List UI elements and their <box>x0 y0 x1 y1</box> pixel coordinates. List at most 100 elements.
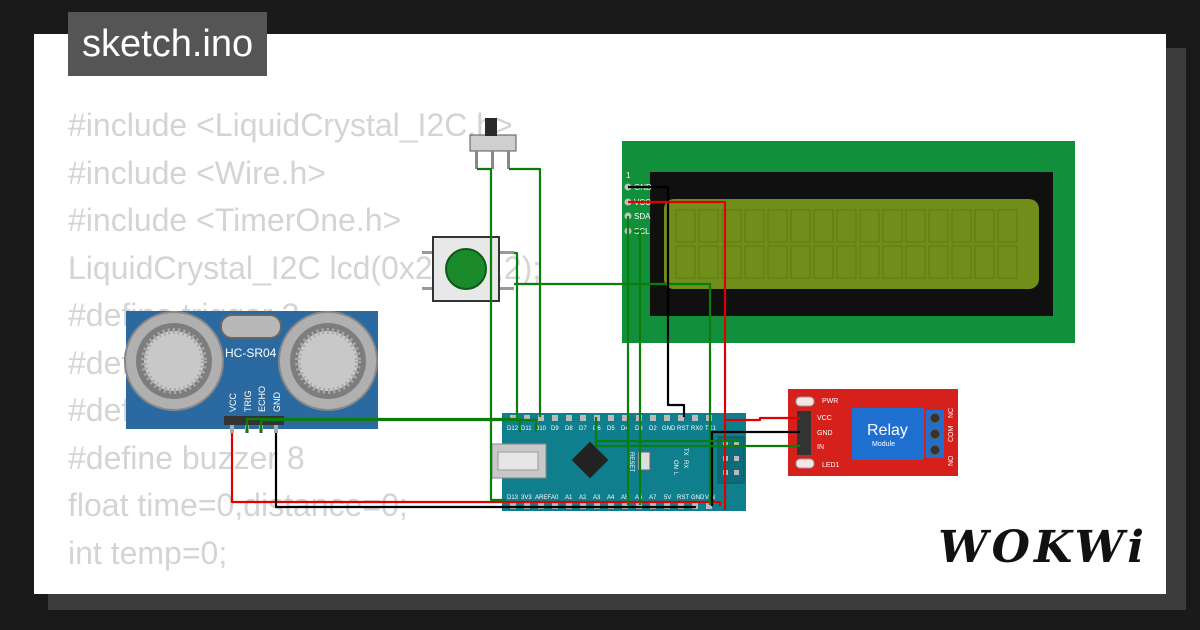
switch-body <box>469 134 517 152</box>
nano-pin-d7: D7 <box>579 426 587 432</box>
button-leg <box>498 287 514 290</box>
lcd-pin-sda: SDA <box>634 212 651 221</box>
wire-button-2 <box>514 282 712 505</box>
nano-pin-a4: A4 <box>607 495 615 501</box>
nano-pin-rx0: RX0 <box>691 426 703 432</box>
nano-pin-d11: D11 <box>521 426 532 432</box>
nano-label-on: ON <box>672 460 678 469</box>
ultrasonic-sensor[interactable]: HC-SR04 VCC TRIG ECHO GND <box>124 311 378 433</box>
arduino-nano[interactable]: RESET TX RX ON L D12 D <box>491 413 746 511</box>
slide-switch[interactable] <box>469 118 517 169</box>
wires <box>230 167 800 510</box>
nano-pin-d10: D10 <box>535 426 547 432</box>
wire-switch-1 <box>477 167 506 502</box>
nano-pin-a2: A2 <box>579 495 587 501</box>
nano-pin-a3: A3 <box>593 495 601 501</box>
switch-pin <box>475 151 478 169</box>
relay-pin-vcc: VCC <box>817 415 832 422</box>
relay-led1-label: LED1 <box>822 462 840 469</box>
nano-pin-a0: A0 <box>551 495 559 501</box>
right-transducer <box>278 311 378 411</box>
relay-terminal-nc: NC <box>948 408 955 418</box>
wokwi-logo: WOKWi <box>938 522 1148 573</box>
nano-pin-rst-b: RST <box>677 495 689 501</box>
sensor-pin-echo: ECHO <box>257 386 267 412</box>
nano-pin-d12: D12 <box>507 426 519 432</box>
relay-terminal-com: COM <box>948 426 955 443</box>
wire-sensor-vcc <box>230 433 722 506</box>
lcd-display[interactable]: 1 GND VCC SDA SCL <box>622 141 1075 343</box>
relay-subtitle: Module <box>872 441 895 448</box>
sensor-crystal <box>220 314 282 339</box>
code-line: float time=0,distance=0; <box>68 487 408 523</box>
nano-label-rx: RX <box>682 460 688 468</box>
nano-top-pin-labels: D12 D11 D10 D9 D8 D7 D6 D5 D4 D3 D2 GND … <box>507 426 717 432</box>
nano-pin-d8: D8 <box>565 426 573 432</box>
relay-led-pwr-label: PWR <box>822 398 838 405</box>
nano-pin-d9: D9 <box>551 426 559 432</box>
lcd-char-cells <box>675 209 1018 279</box>
nano-pin-rst: RST <box>677 426 689 432</box>
nano-pin-5v: 5V <box>664 495 671 501</box>
relay-pin-gnd: GND <box>817 430 833 437</box>
relay-module[interactable]: VCC GND IN PWR LED1 Relay Module NC COM … <box>788 389 958 476</box>
nano-pin-d4: D4 <box>621 426 629 432</box>
nano-pin-d2: D2 <box>649 426 657 432</box>
button-cap[interactable] <box>445 248 487 290</box>
code-line: #include <Wire.h> <box>68 154 326 191</box>
relay-pin-in: IN <box>817 444 824 451</box>
nano-pin-a1: A1 <box>565 495 573 501</box>
wire-sensor-echo <box>259 418 538 433</box>
push-button[interactable] <box>422 236 514 302</box>
button-leg <box>422 251 434 254</box>
wire-lcd-scl <box>633 229 642 505</box>
code-line: #define buzzer 8 <box>68 439 305 476</box>
nano-label-tx: TX <box>682 448 688 456</box>
wire-lcd-gnd <box>628 185 686 417</box>
wire-switch-2 <box>509 167 542 417</box>
relay-terminal-no: NO <box>948 455 955 466</box>
sensor-pin-trig: TRIG <box>243 391 253 413</box>
file-title-tab[interactable]: sketch.ino <box>68 12 268 76</box>
nano-label-reset: RESET <box>628 452 634 472</box>
sensor-pin-gnd: GND <box>272 392 282 413</box>
wire-button-1 <box>514 251 519 417</box>
left-transducer <box>124 311 224 411</box>
relay-header <box>797 411 811 455</box>
nano-label-l: L <box>672 472 678 476</box>
nano-small-labels: RESET TX RX ON L <box>628 448 688 476</box>
relay-block <box>852 408 924 460</box>
nano-pin-gnd: GND <box>662 426 676 432</box>
nano-pin-a7: A7 <box>649 495 657 501</box>
wire-lcd-vcc <box>628 200 727 510</box>
relay-led-pwr <box>795 396 815 407</box>
nano-pin-d5: D5 <box>607 426 615 432</box>
button-leg <box>422 287 434 290</box>
sensor-model-label: HC-SR04 <box>225 346 277 360</box>
switch-knob[interactable] <box>485 118 497 136</box>
lcd-pin-scl: SCL <box>634 227 650 236</box>
nano-pin-gnd-b: GND <box>691 495 705 501</box>
nano-icsp-header <box>717 436 745 484</box>
sensor-pin-labels: VCC TRIG ECHO GND <box>228 386 282 412</box>
sensor-header <box>224 416 284 425</box>
switch-pin <box>491 151 494 169</box>
wire-sensor-gnd <box>274 433 697 509</box>
nano-pin-d6: D6 <box>593 426 601 432</box>
relay-led1 <box>795 458 815 469</box>
switch-pin <box>507 151 510 169</box>
relay-title: Relay <box>867 422 908 439</box>
button-leg <box>498 251 514 254</box>
sensor-pin-vcc: VCC <box>228 392 238 412</box>
lcd-screen <box>664 199 1039 289</box>
nano-bottom-pin-labels: D13 3V3 AREF A0 A1 A2 A3 A4 A5 A6 A7 5V … <box>507 495 715 501</box>
code-line: #include <LiquidCrystal_I2C.h> <box>68 107 513 143</box>
relay-pin-labels: VCC GND IN PWR LED1 <box>817 398 840 469</box>
code-line: #include <TimerOne.h> <box>68 202 402 238</box>
nano-pin-aref: AREF <box>535 495 551 501</box>
relay-terminal-labels: NC COM NO <box>948 408 955 466</box>
code-line: int temp=0; <box>68 534 228 571</box>
wire-relay-in <box>594 417 800 448</box>
nano-pin-a5: A5 <box>621 495 629 501</box>
